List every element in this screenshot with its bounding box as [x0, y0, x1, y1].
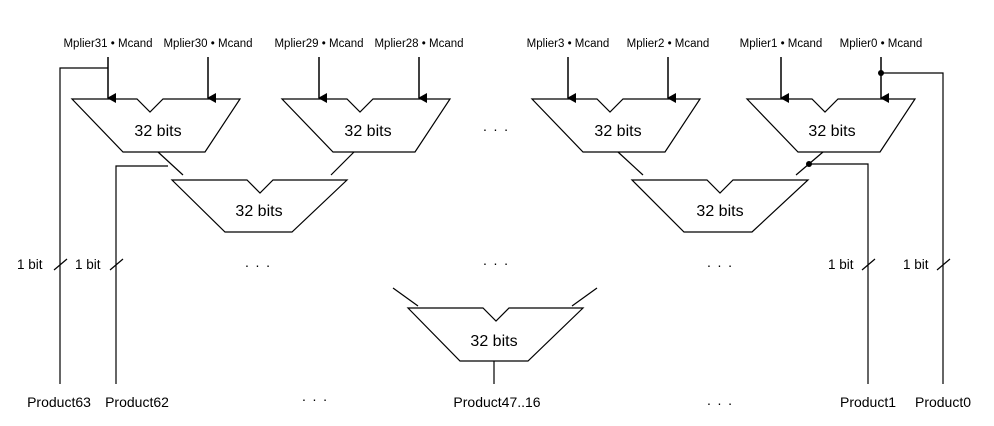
adder-mid-2-label: 32 bits — [696, 203, 744, 220]
ellipsis-bottom-left: · · · — [301, 391, 329, 407]
junction-dot-0 — [878, 70, 884, 76]
adder-top-4-shape — [745, 98, 917, 153]
output-label-product47-16: Product47..16 — [453, 394, 541, 410]
bit-slash-1 — [861, 258, 876, 271]
input-label-mplier30: Mplier30 • Mcand — [163, 38, 253, 50]
link-top3-mid2 — [617, 151, 644, 176]
input-label-mplier28: Mplier28 • Mcand — [374, 38, 464, 50]
output-label-product63: Product63 — [27, 394, 91, 410]
input-label-mplier1: Mplier1 • Mcand — [739, 38, 823, 50]
adder-mid-1-label: 32 bits — [235, 203, 283, 220]
adder-top-1-shape — [70, 98, 242, 153]
wire-label-product1: 1 bit — [828, 257, 854, 272]
wire-label-product62: 1 bit — [75, 257, 101, 272]
output-label-product1: Product1 — [839, 394, 897, 410]
ellipsis-top-row: · · · — [482, 121, 510, 137]
adder-bottom-label: 32 bits — [470, 333, 518, 350]
adder-top-2-shape — [280, 98, 452, 153]
adder-mid-1-shape — [170, 179, 349, 233]
bit-slash-62 — [109, 258, 124, 271]
adder-mid-2-shape — [630, 179, 810, 233]
ellipsis-mid-left: · · · — [244, 257, 272, 273]
link-into-bottom-right — [571, 287, 598, 307]
ellipsis-mid-right: · · · — [706, 257, 734, 273]
wire-product62 — [115, 165, 168, 384]
adder-top-3-shape — [530, 98, 702, 153]
ellipsis-bottom-right: · · · — [706, 395, 734, 411]
input-label-mplier3: Mplier3 • Mcand — [526, 38, 610, 50]
bit-slash-0 — [936, 258, 951, 271]
input-label-mplier29: Mplier29 • Mcand — [274, 38, 364, 50]
output-label-product62: Product62 — [105, 394, 169, 410]
ellipsis-mid-center: · · · — [482, 255, 510, 271]
output-label-product0: Product0 — [914, 394, 972, 410]
input-label-mplier2: Mplier2 • Mcand — [626, 38, 710, 50]
adder-top-2-label: 32 bits — [344, 123, 392, 140]
bit-slash-63 — [53, 258, 68, 271]
adder-top-4-label: 32 bits — [808, 123, 856, 140]
wire-product0 — [881, 72, 944, 384]
input-label-mplier31: Mplier31 • Mcand — [63, 38, 153, 50]
wire-label-product63: 1 bit — [17, 257, 43, 272]
adder-top-3-label: 32 bits — [594, 123, 642, 140]
input-label-mplier0: Mplier0 • Mcand — [839, 38, 923, 50]
wire-product63 — [59, 67, 108, 384]
adder-top-1-label: 32 bits — [134, 123, 182, 140]
wire-product1 — [809, 163, 869, 384]
wire-label-product0: 1 bit — [903, 257, 929, 272]
link-top2-mid1 — [330, 151, 355, 176]
junction-dot-1 — [806, 161, 812, 167]
adder-bottom-shape — [406, 307, 585, 362]
link-top1-mid1 — [157, 151, 184, 176]
link-into-bottom-left — [392, 287, 419, 307]
